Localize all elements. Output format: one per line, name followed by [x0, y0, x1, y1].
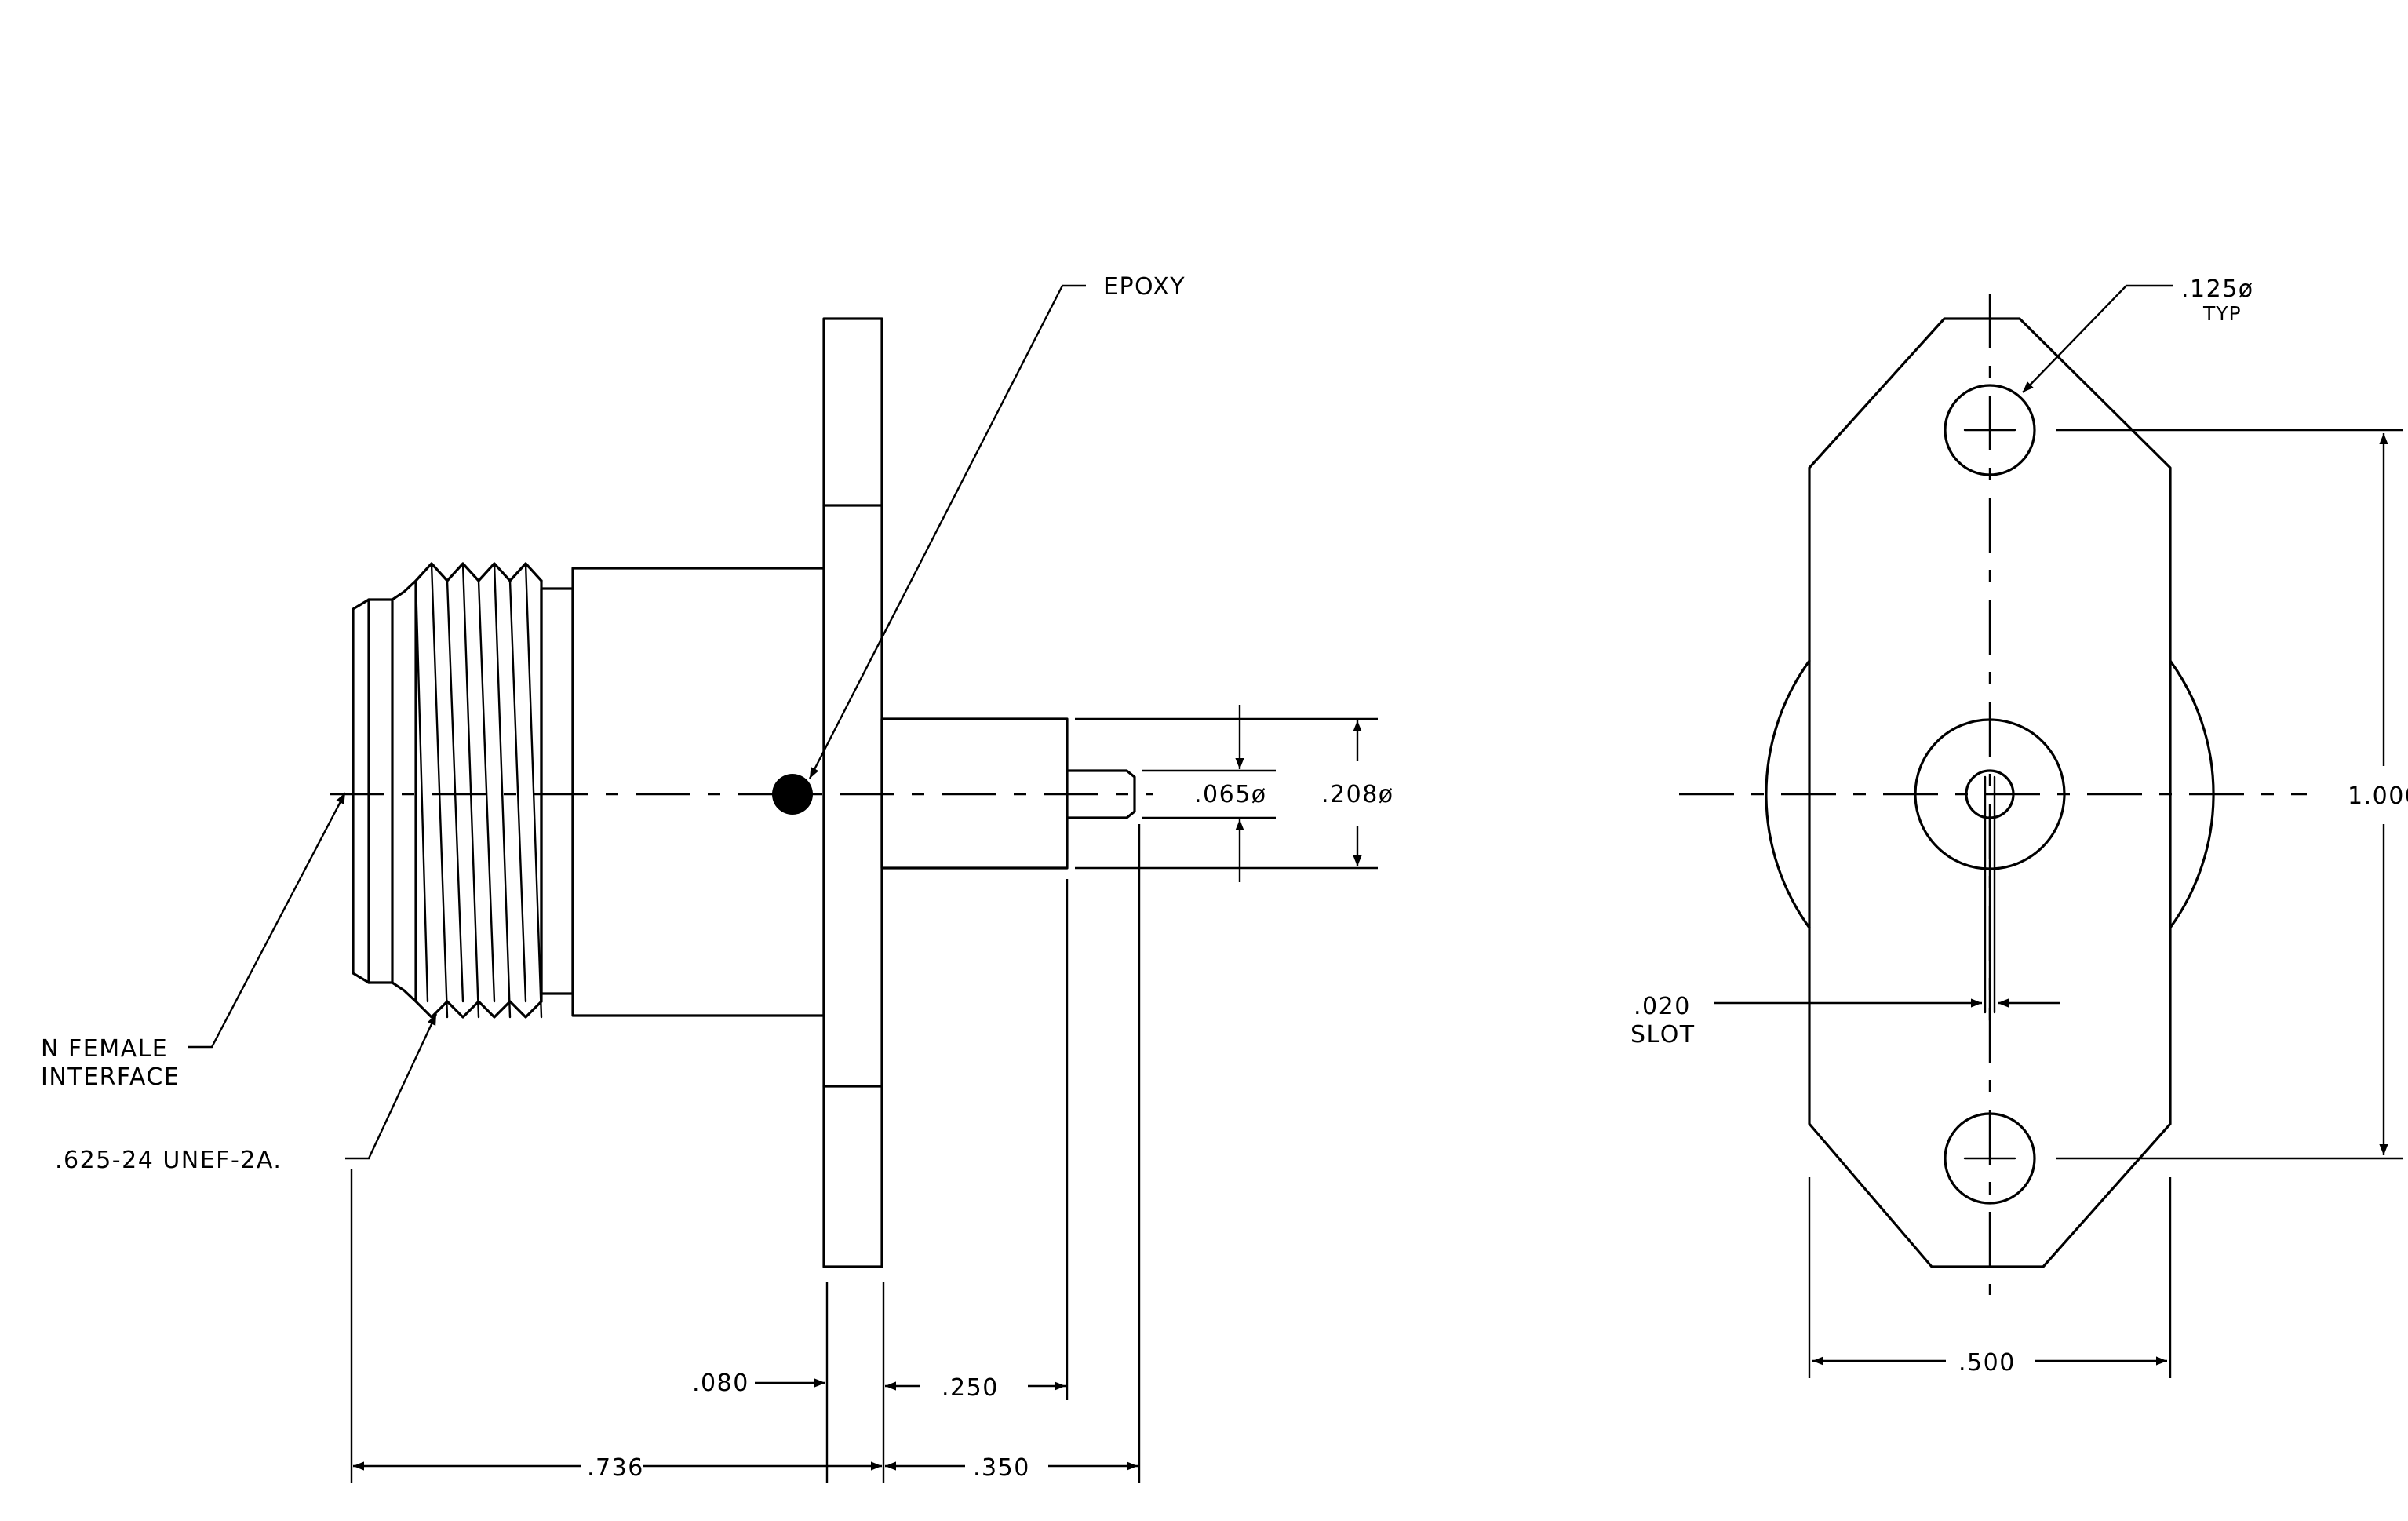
side-view: EPOXY N FEMALE INTERFACE .625-24 UNEF-2A…	[41, 273, 1394, 1483]
hole-leader	[2022, 284, 2173, 393]
body-arc-left	[1765, 659, 1811, 929]
dim-350-label: .350	[973, 1454, 1030, 1482]
dim-1000-label: 1.000	[2348, 782, 2408, 810]
flange	[822, 317, 883, 1268]
contact-pin	[1066, 769, 1136, 819]
dia-dimensions: .065ø .208ø	[1075, 705, 1394, 882]
dim-250-label: .250	[942, 1374, 999, 1402]
dim-500-label: .500	[1958, 1349, 2016, 1377]
dim-080-label: .080	[692, 1370, 749, 1397]
front-view: 1.000 .125ø TYP .020 SLOT .500	[1630, 275, 2408, 1378]
hole-typ-label: TYP	[2202, 302, 2242, 325]
n-female-label-line1: N FEMALE	[41, 1035, 168, 1063]
flange-outline	[1808, 317, 2172, 1268]
epoxy-leader	[808, 285, 1064, 779]
thread-label: .625-24 UNEF-2A.	[55, 1147, 282, 1174]
n-female-leader	[188, 792, 347, 1049]
dim-065-label: .065ø	[1194, 781, 1267, 808]
epoxy-label: EPOXY	[1103, 273, 1186, 301]
thread-section	[414, 562, 574, 1019]
dim-736-label: .736	[587, 1454, 644, 1482]
thread-leader	[345, 1013, 438, 1160]
n-female-label-line2: INTERFACE	[41, 1063, 180, 1091]
slot-label: SLOT	[1630, 1021, 1696, 1049]
dim-208-label: .208ø	[1321, 781, 1394, 808]
n-interface-body	[352, 579, 417, 1003]
epoxy-dot	[772, 774, 813, 815]
extension-lines	[350, 824, 1141, 1483]
slot-dim-label: .020	[1634, 993, 1691, 1020]
hole-dia-label: .125ø	[2181, 275, 2254, 303]
